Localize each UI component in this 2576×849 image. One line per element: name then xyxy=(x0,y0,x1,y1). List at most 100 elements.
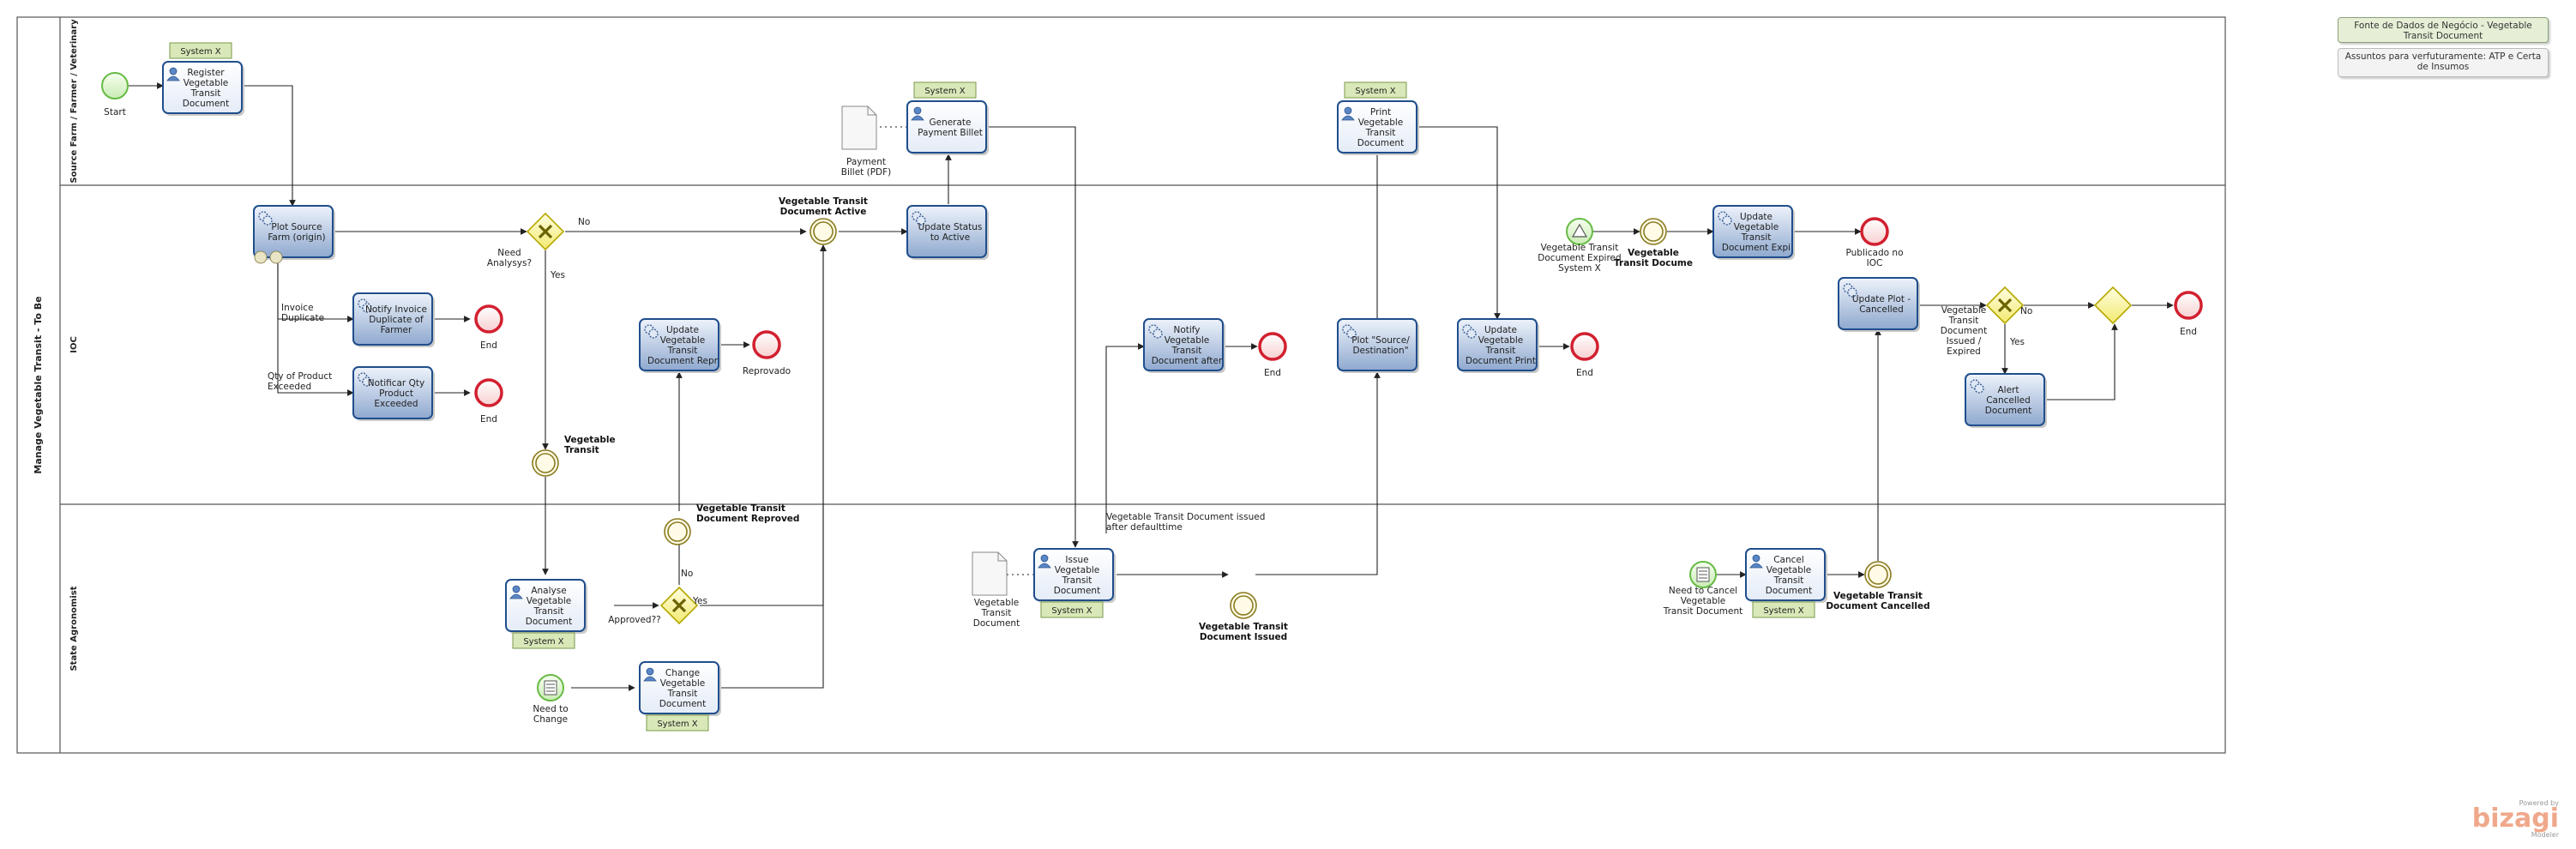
event-label: End xyxy=(2180,327,2197,337)
system-x-label: System X xyxy=(180,47,220,57)
service-task-icon xyxy=(1342,324,1357,339)
note2-text: Assuntos para verfuturamente: ATP e Cert… xyxy=(2344,51,2542,72)
service-task-icon xyxy=(912,211,926,226)
service-task-icon xyxy=(1718,211,1732,226)
end-event-invoice[interactable]: End xyxy=(474,304,503,351)
lane-title-source: Source Farm / Farmer / Veterinary xyxy=(69,19,79,184)
gateway-approved[interactable]: Approved?? xyxy=(608,586,699,625)
system-x-label: System X xyxy=(924,87,965,96)
event-label: End xyxy=(480,414,497,424)
signal-icon xyxy=(1571,223,1588,238)
system-x-label: System X xyxy=(523,637,563,647)
start-event[interactable]: Start xyxy=(101,72,129,117)
end-event-qty[interactable]: End xyxy=(474,378,503,424)
user-task-icon xyxy=(1038,554,1051,569)
end-event-reproved[interactable]: Reprovado xyxy=(743,330,791,376)
task-plot-source-destination[interactable]: Plot "Source/Destination" xyxy=(1337,318,1419,373)
task-update-plot-cancelled[interactable]: Update Plot -Cancelled xyxy=(1838,277,1920,332)
flow-label-yes-expired: Yes xyxy=(2009,337,2025,347)
sequence-flows xyxy=(127,82,2174,691)
task-label: Plot "Source/Destination" xyxy=(1351,335,1410,356)
service-task-icon xyxy=(1148,324,1163,339)
system-x-tag: System X xyxy=(512,632,575,649)
gateway-merge[interactable] xyxy=(2093,286,2133,325)
service-task-icon xyxy=(644,324,659,339)
boundary-markers xyxy=(254,250,283,264)
conditional-icon xyxy=(1696,567,1710,582)
user-task-icon xyxy=(166,67,180,81)
system-x-label: System X xyxy=(1763,606,1803,616)
flow-label-no-approved: No xyxy=(681,569,693,579)
system-x-tag: System X xyxy=(1040,601,1104,618)
end-event-print[interactable]: End xyxy=(1570,332,1599,378)
service-task-icon xyxy=(1462,324,1477,339)
brand-powered: Powered by xyxy=(2519,799,2559,807)
system-x-label: System X xyxy=(1051,606,1092,616)
end-event-notify-after[interactable]: End xyxy=(1258,332,1287,378)
service-task-icon xyxy=(358,372,372,387)
end-event-final[interactable]: End xyxy=(2174,291,2203,337)
bizagi-logo: bizagi xyxy=(2471,804,2559,834)
system-x-tag: System X xyxy=(646,714,709,732)
note-business-data-source: Fonte de Dados de Negócio - Vegetable Tr… xyxy=(2338,17,2549,43)
conditional-icon xyxy=(544,680,557,695)
service-task-icon xyxy=(358,298,372,313)
service-task-icon xyxy=(1843,283,1857,298)
service-task-icon xyxy=(258,211,273,226)
flow-label-yes: Yes xyxy=(550,270,565,280)
bizagi-brand: Powered by bizagi Modeler xyxy=(2472,799,2559,839)
